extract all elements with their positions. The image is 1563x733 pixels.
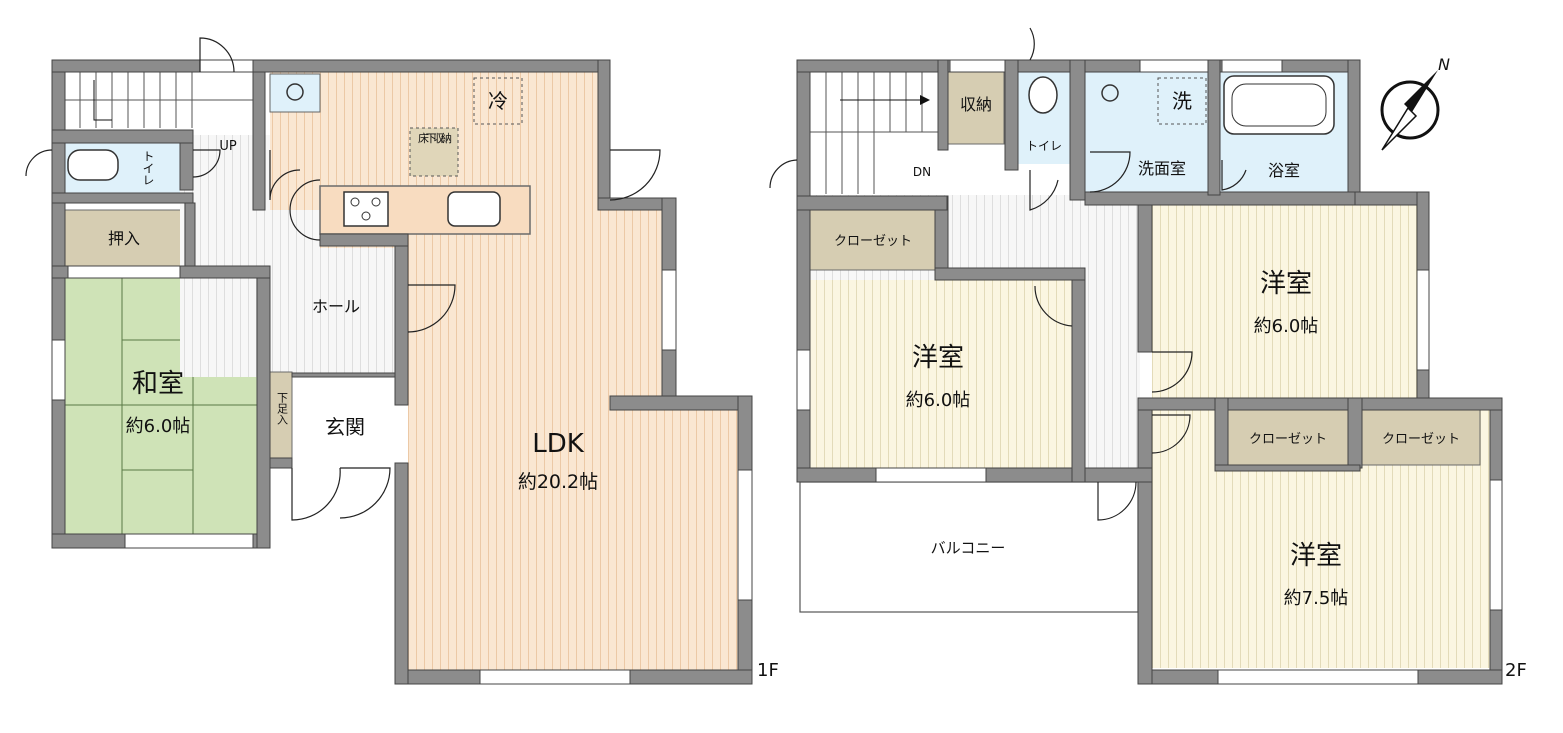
- compass-north-label: N: [1438, 55, 1450, 74]
- oshiire-label: 押入: [108, 229, 140, 248]
- windows-2f: [796, 59, 1503, 685]
- closet-right: [1361, 409, 1481, 466]
- genkan-label: 玄関: [325, 415, 365, 439]
- stair-treads-1f: [65, 72, 253, 128]
- stove: [343, 191, 389, 227]
- fridge-label: 冷: [488, 89, 508, 113]
- bath-label: 浴室: [1268, 161, 1300, 180]
- balcony-floor: [799, 481, 1139, 613]
- sink: [447, 191, 501, 227]
- room-left-floor: [810, 280, 1072, 468]
- ldk-name: LDK: [532, 429, 585, 459]
- stairs-1f: [65, 72, 253, 130]
- balcony-label: バルコニー: [931, 539, 1006, 557]
- washroom-label: 洗面室: [1138, 159, 1186, 178]
- toilet-2f-label: トイレ: [1026, 139, 1062, 153]
- washer-label: 洗: [1172, 89, 1192, 113]
- washitsu-size: 約6.0帖: [126, 416, 191, 437]
- room-left-name: 洋室: [912, 343, 964, 373]
- up-label: UP: [219, 139, 237, 154]
- closet-left: [809, 209, 936, 271]
- room-right-top-floor: [1152, 205, 1417, 400]
- doors-1f: [25, 37, 661, 521]
- washitsu-name: 和室: [132, 369, 184, 399]
- compass: N: [1380, 55, 1450, 151]
- washer-box: [1157, 77, 1207, 125]
- floor2-label: 2F: [1505, 660, 1527, 681]
- closet-mid: [1227, 409, 1349, 466]
- underfloor-storage-box: [409, 127, 459, 177]
- room-right-bottom-size: 約7.5帖: [1284, 588, 1349, 609]
- floor-2: [769, 27, 1503, 685]
- genkan-floor: [292, 377, 394, 463]
- ldk-size: 約20.2帖: [518, 471, 598, 493]
- hall-label: ホール: [312, 297, 360, 316]
- utility-box-1f: [269, 73, 321, 113]
- fridge-box: [473, 77, 523, 125]
- stair-treads-2f: [810, 72, 938, 194]
- closet-mid-label: クローゼット: [1249, 432, 1327, 447]
- toilet-1f-label: トイレ: [141, 150, 155, 186]
- room-right-top-name: 洋室: [1260, 269, 1312, 299]
- closet-right-label: クローゼット: [1382, 432, 1460, 447]
- bathtub: [1223, 75, 1335, 135]
- toilet-fixture-1f: [67, 149, 119, 181]
- floor-1: [25, 37, 753, 685]
- windows-1f: [51, 59, 753, 685]
- room-right-bottom-name: 洋室: [1290, 541, 1342, 571]
- room-right-top-size: 約6.0帖: [1254, 316, 1319, 337]
- room-left-size: 約6.0帖: [906, 390, 971, 411]
- stairs-2f: [810, 72, 940, 194]
- floor1-label: 1F: [757, 660, 779, 681]
- storage-2f: [947, 71, 1005, 145]
- closet-left-label: クローゼット: [834, 234, 912, 249]
- doors-2f: [769, 27, 1247, 521]
- underfloor-label: 床下収納: [418, 131, 452, 145]
- getabako-label: 下足入: [276, 392, 289, 425]
- washroom-floor: [1085, 72, 1210, 192]
- storage-2f-label: 収納: [960, 95, 992, 114]
- dn-label: DN: [913, 165, 931, 179]
